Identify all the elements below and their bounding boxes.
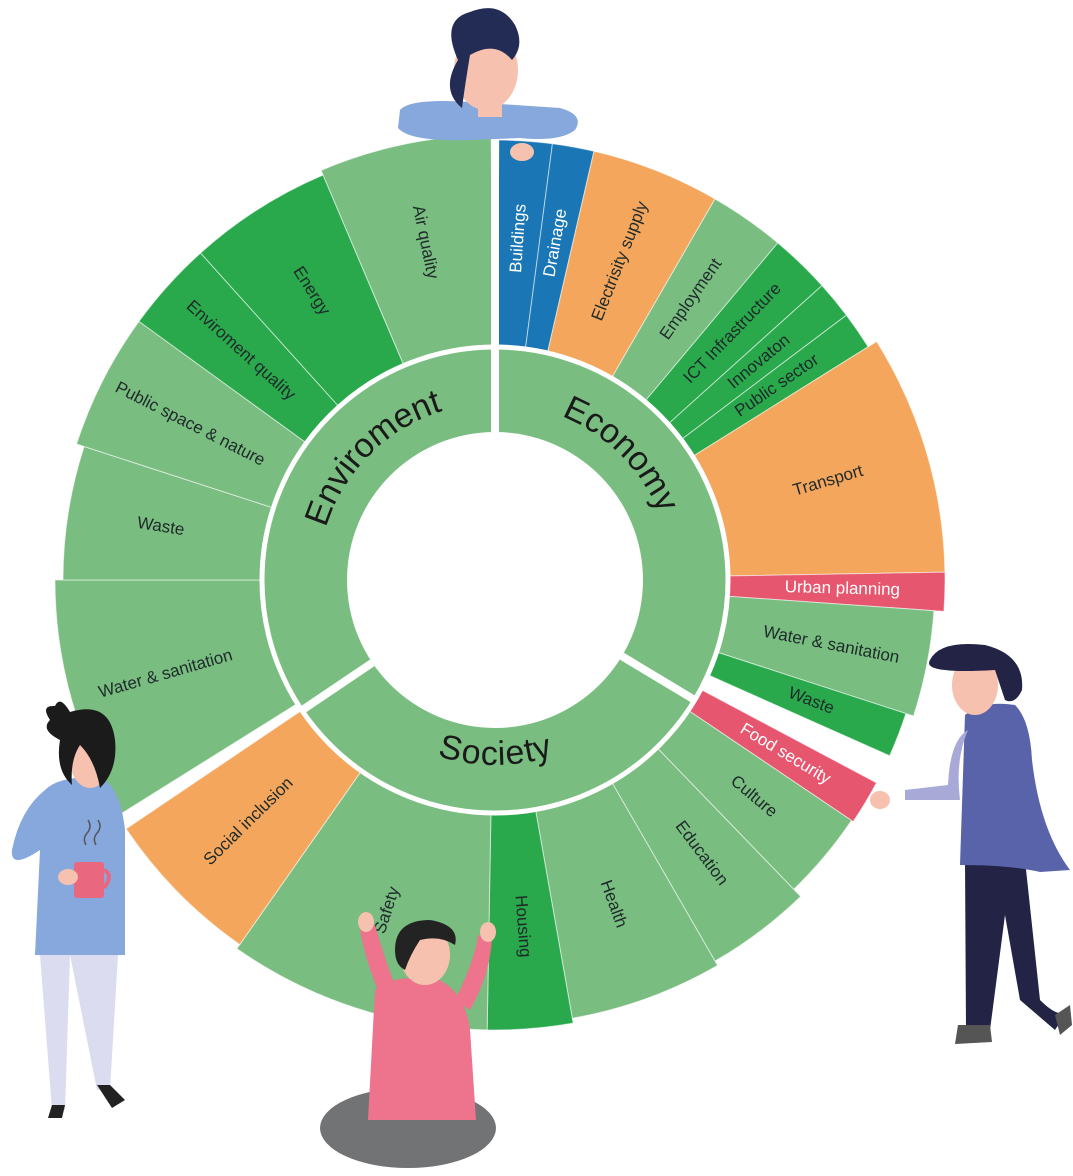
person-top-illustration <box>398 8 578 161</box>
center-hole <box>347 432 643 728</box>
segment-label: Urban planning <box>785 577 901 599</box>
person-bottom-illustration <box>320 912 496 1168</box>
segment-label: Buildings <box>506 203 530 273</box>
ring-dividers <box>111 125 906 832</box>
person-right-illustration <box>870 644 1072 1044</box>
person-left-illustration <box>11 701 125 1118</box>
ring-gap <box>111 701 306 832</box>
segment-label: Housing <box>511 895 535 959</box>
category-divider <box>299 659 375 714</box>
inner-ring <box>259 344 731 816</box>
ring-gap <box>699 676 906 784</box>
outer-ring <box>54 134 946 1031</box>
category-divider <box>619 652 697 704</box>
category-dividers <box>299 347 697 714</box>
